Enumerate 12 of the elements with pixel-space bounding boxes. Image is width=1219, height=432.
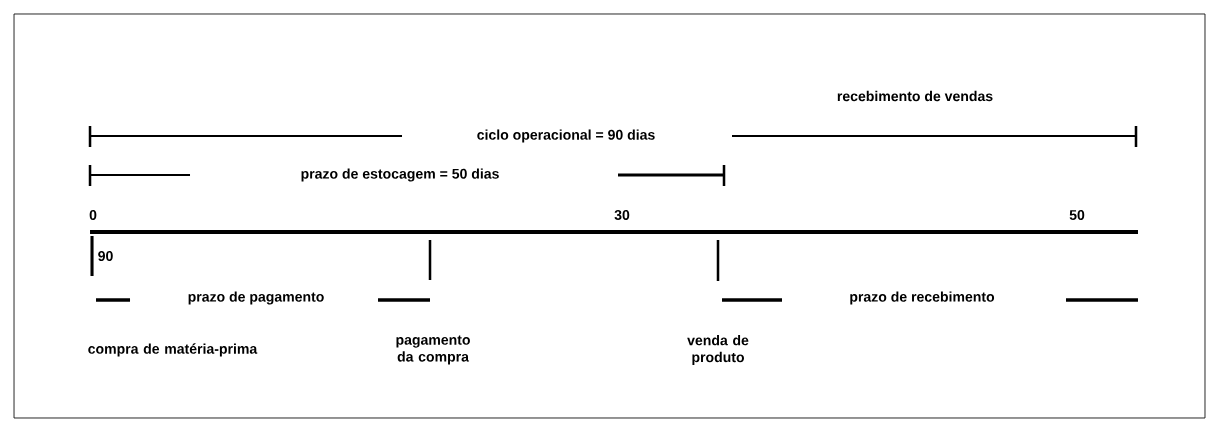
label-text: 0	[89, 210, 97, 220]
label-text: prazo de pagamento	[188, 291, 324, 305]
label-text: 50	[1069, 210, 1085, 220]
label-text: 30	[614, 210, 630, 220]
label-text: 90	[98, 251, 113, 261]
label-text: venda de produto	[687, 335, 749, 365]
label-text: prazo de recebimento	[850, 291, 995, 305]
label-text: ciclo operacional = 90 dias	[477, 129, 655, 143]
label-text: prazo de estocagem = 50 dias	[301, 168, 499, 182]
label-text: pagamento da compra	[396, 335, 470, 365]
label-text: compra de matéria-prima	[88, 343, 258, 357]
label-text: recebimento de vendas	[837, 90, 993, 102]
